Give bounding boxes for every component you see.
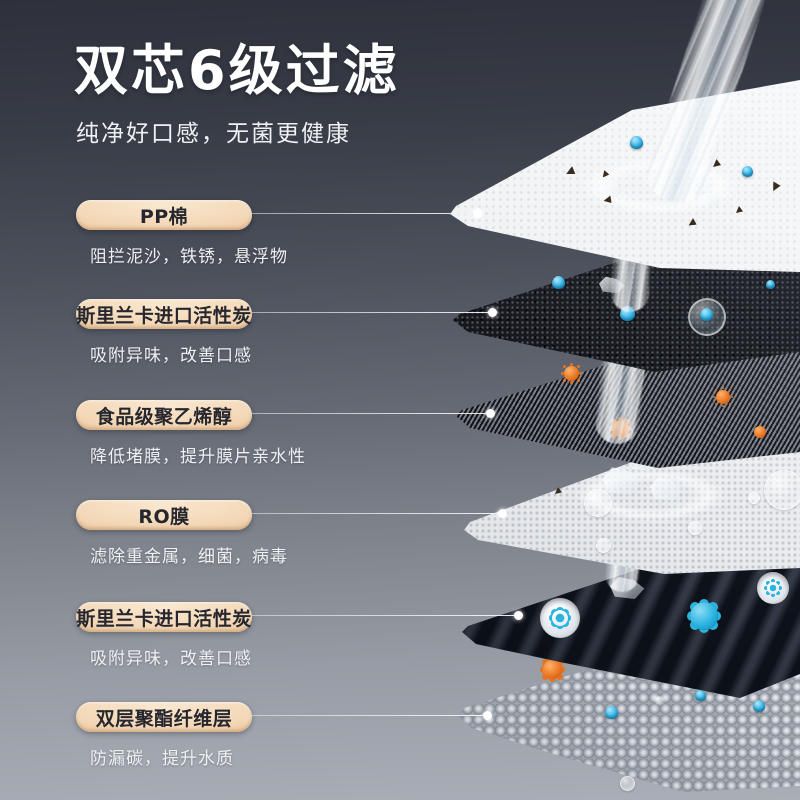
stage-row-4: RO膜 滤除重金属，细菌，病毒: [76, 500, 507, 567]
stage-label: 斯里兰卡进口活性炭: [76, 304, 252, 327]
leader-dot: [498, 509, 507, 518]
stage-row-6: 双层聚酯纤维层 防漏碳，提升水质: [76, 702, 492, 769]
water-splash: [702, 192, 722, 206]
bubble-icon: [620, 776, 635, 791]
leader-line: [252, 409, 495, 418]
water-splash: [600, 182, 623, 198]
leader-line: [252, 209, 482, 218]
leader-line: [252, 509, 507, 518]
stage-row-5: 斯里兰卡进口活性炭 吸附异味，改善口感: [76, 602, 523, 669]
sediment-icon: [735, 206, 743, 213]
leader-dot: [514, 611, 523, 620]
stage-pill: 食品级聚乙烯醇: [76, 400, 252, 430]
leader-line: [252, 611, 523, 620]
stage-desc: 降低堵膜，提升膜片亲水性: [90, 447, 306, 467]
page-subtitle: 纯净好口感，无菌更健康: [76, 121, 351, 148]
membrane-pore: [757, 572, 789, 604]
virus-icon: [543, 660, 562, 679]
bubble-icon: [748, 492, 760, 504]
water-splash: [649, 477, 683, 501]
virus-icon: [716, 390, 730, 404]
page-title: 双芯6级过滤: [74, 39, 400, 102]
droplet-icon: [605, 706, 618, 719]
membrane-pore: [540, 598, 580, 638]
droplet-icon: [630, 136, 643, 149]
stage-desc: 阻拦泥沙，铁锈，悬浮物: [90, 247, 288, 267]
leader-dot: [473, 209, 482, 218]
stage-label: PP棉: [139, 205, 189, 228]
stage-desc: 防漏碳，提升水质: [90, 749, 234, 769]
stage-label: 斯里兰卡进口活性炭: [76, 607, 252, 630]
header: 双芯6级过滤 纯净好口感，无菌更健康: [74, 39, 400, 148]
stage-pill: RO膜: [76, 500, 252, 530]
stage-label: 食品级聚乙烯醇: [95, 405, 233, 428]
bubble-icon: [596, 538, 611, 553]
stage-row-2: 斯里兰卡进口活性炭 吸附异味，改善口感: [76, 299, 497, 366]
virus-icon: [564, 366, 579, 381]
droplet-icon: [742, 166, 753, 177]
stage-pill: 双层聚酯纤维层: [76, 702, 252, 732]
virus-icon: [754, 426, 766, 438]
leader-line: [252, 711, 492, 720]
microbe-icon: [690, 602, 718, 630]
water-splash: [556, 462, 746, 528]
stage-desc: 吸附异味，改善口感: [90, 649, 252, 669]
sediment-icon: [713, 159, 721, 167]
microbe-icon: [552, 610, 568, 626]
stage-row-3: 食品级聚乙烯醇 降低堵膜，提升膜片亲水性: [76, 400, 495, 467]
leader-dot: [488, 308, 497, 317]
water-drip: [655, 696, 664, 705]
leader-dot: [486, 409, 495, 418]
stage-label: RO膜: [138, 505, 190, 528]
stage-label: 双层聚酯纤维层: [95, 707, 233, 730]
leader-line: [252, 308, 497, 317]
droplet-icon: [766, 280, 775, 289]
stage-desc: 吸附异味，改善口感: [90, 346, 252, 366]
droplet-icon: [700, 308, 713, 321]
leader-dot: [483, 711, 492, 720]
stage-pill: 斯里兰卡进口活性炭: [76, 299, 252, 329]
stage-pill: 斯里兰卡进口活性炭: [76, 602, 252, 632]
droplet-icon: [552, 276, 565, 289]
droplet-icon: [695, 690, 706, 701]
stage-row-1: PP棉 阻拦泥沙，铁锈，悬浮物: [76, 200, 482, 267]
stage-desc: 滤除重金属，细菌，病毒: [90, 547, 288, 567]
droplet-icon: [753, 700, 765, 712]
bubble-icon: [764, 470, 800, 510]
stage-pill: PP棉: [76, 200, 252, 230]
microbe-icon: [766, 581, 780, 595]
